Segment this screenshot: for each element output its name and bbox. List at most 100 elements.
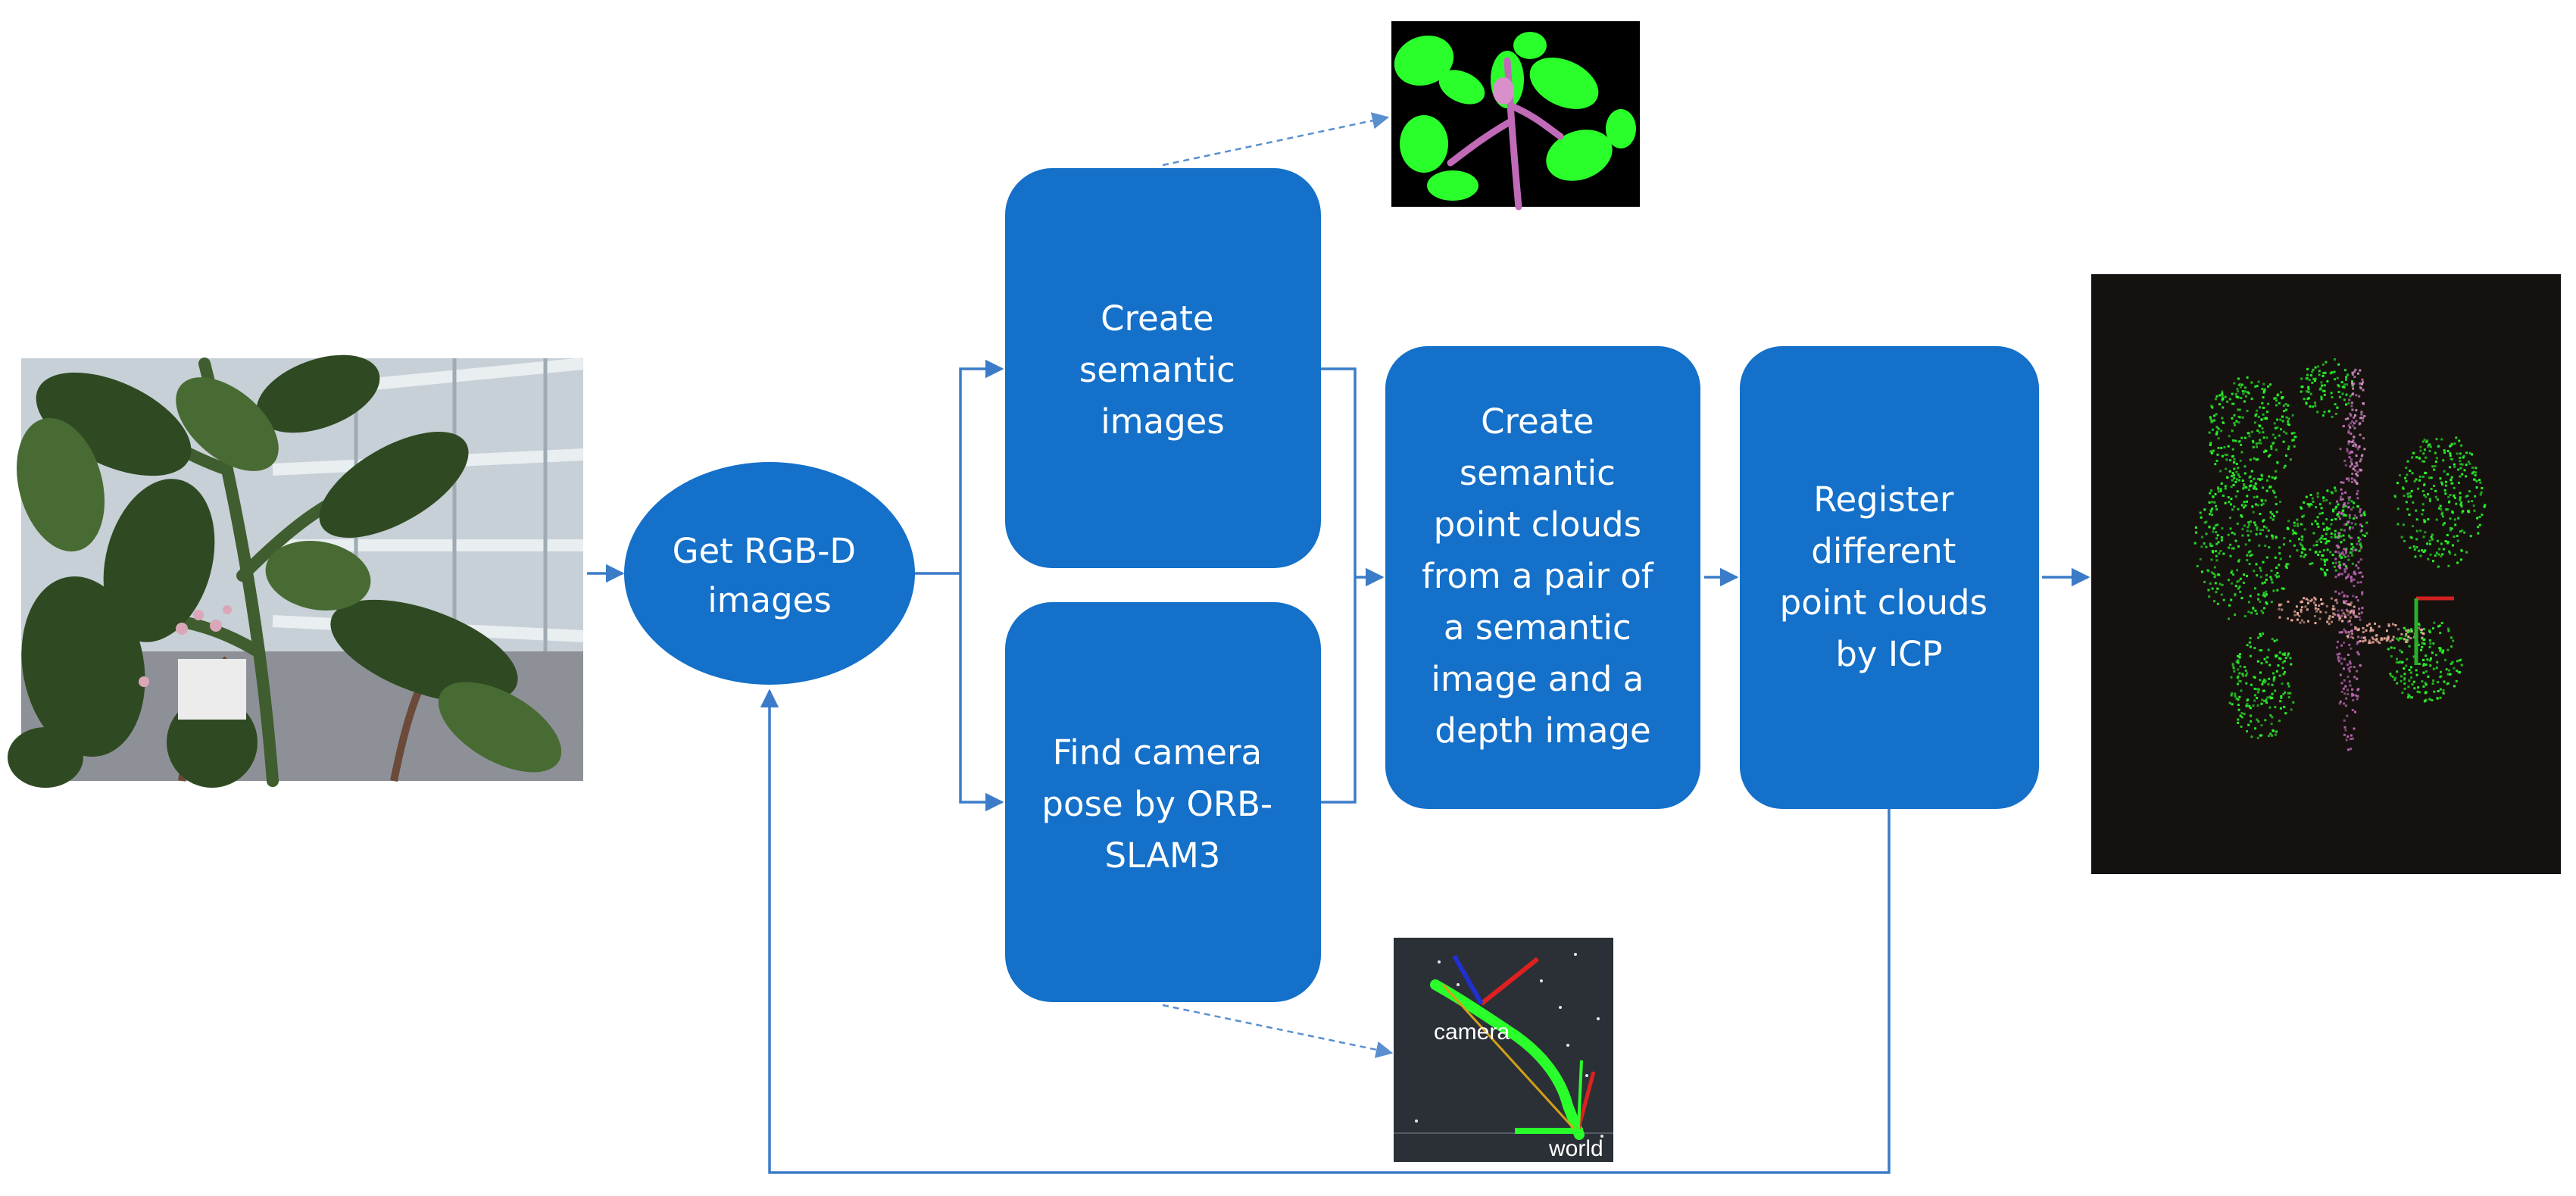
cloud-point	[2240, 514, 2243, 517]
cloud-point	[2322, 389, 2325, 392]
cloud-point	[2422, 685, 2425, 688]
cloud-point	[2330, 523, 2333, 526]
cloud-point	[2237, 659, 2240, 662]
cloud-point	[2415, 518, 2418, 521]
cloud-point	[2347, 554, 2350, 557]
cloud-point	[2213, 576, 2216, 579]
cloud-point	[2447, 564, 2450, 567]
cloud-point	[2348, 456, 2351, 459]
cloud-point	[2238, 408, 2241, 411]
cloud-point	[2457, 517, 2460, 520]
cloud-point	[2403, 673, 2406, 676]
cloud-point	[2418, 662, 2420, 665]
cloud-point	[2209, 442, 2212, 445]
cloud-point	[2300, 523, 2303, 526]
cloud-point	[2448, 466, 2451, 469]
cloud-point	[2250, 611, 2253, 614]
cloud-point	[2357, 567, 2360, 570]
cloud-point	[2249, 554, 2252, 557]
cloud-point	[2479, 493, 2482, 496]
cloud-point	[2281, 653, 2284, 656]
cloud-point	[2476, 517, 2479, 520]
cloud-point	[2440, 438, 2443, 441]
cloud-point	[2215, 508, 2218, 511]
cloud-point	[2358, 607, 2361, 610]
cloud-point	[2262, 529, 2265, 532]
cloud-point	[2323, 559, 2326, 562]
cloud-point	[2207, 570, 2210, 573]
cloud-point	[2445, 508, 2448, 511]
cloud-point	[2325, 526, 2328, 529]
cloud-point	[2221, 398, 2224, 401]
cloud-point	[2353, 426, 2356, 429]
cloud-point	[2265, 574, 2268, 576]
cloud-point	[2409, 546, 2412, 549]
cloud-point	[2284, 691, 2287, 694]
cloud-point	[2283, 466, 2286, 469]
cloud-point	[2345, 697, 2348, 700]
cloud-point	[2272, 729, 2275, 732]
cloud-point	[2239, 386, 2242, 389]
cloud-point	[2300, 544, 2303, 547]
cloud-point	[2359, 369, 2362, 372]
cloud-point	[2237, 377, 2240, 380]
cloud-point	[2346, 595, 2349, 598]
cloud-point	[2249, 645, 2252, 648]
cloud-point	[2347, 614, 2350, 617]
cloud-point	[2359, 640, 2362, 642]
cloud-point	[2254, 727, 2256, 730]
cloud-point	[2325, 532, 2328, 536]
cloud-point	[2284, 464, 2287, 467]
cloud-point	[2310, 598, 2313, 601]
cloud-point	[2314, 377, 2317, 380]
cloud-point	[2449, 517, 2452, 520]
cloud-point	[2209, 509, 2212, 512]
cloud-point	[2341, 492, 2343, 495]
cloud-point	[2380, 637, 2383, 640]
cloud-point	[2273, 397, 2276, 400]
cloud-point	[2343, 568, 2347, 571]
cloud-point	[2240, 504, 2243, 507]
cloud-point	[2194, 526, 2197, 529]
cloud-point	[2325, 518, 2328, 521]
cloud-point	[2399, 649, 2401, 652]
cloud-point	[2343, 642, 2346, 644]
cloud-point	[2260, 418, 2263, 421]
cloud-point	[2260, 504, 2263, 507]
cloud-point	[2356, 489, 2359, 492]
cloud-point	[2235, 470, 2238, 473]
cloud-point	[2394, 676, 2397, 679]
cloud-point	[2475, 486, 2478, 489]
cloud-point	[2348, 517, 2351, 520]
trajectory-camera-label: camera	[1434, 1020, 1510, 1045]
cloud-point	[2439, 696, 2442, 699]
cloud-point	[2330, 597, 2333, 600]
cloud-point	[2278, 552, 2281, 555]
cloud-point	[2214, 493, 2217, 495]
cloud-point	[2273, 676, 2276, 679]
cloud-point	[2324, 371, 2327, 374]
cloud-point	[2290, 619, 2293, 622]
cloud-point	[2357, 536, 2360, 539]
cloud-point	[2279, 501, 2282, 503]
cloud-point	[2257, 720, 2260, 723]
cloud-point	[2219, 489, 2222, 492]
cloud-point	[2200, 516, 2203, 519]
cloud-point	[2269, 714, 2272, 717]
cloud-point	[2421, 503, 2425, 506]
cloud-point	[2415, 546, 2418, 548]
cloud-point	[2266, 479, 2268, 482]
cloud-point	[2449, 529, 2452, 532]
cloud-point	[2334, 561, 2337, 564]
cloud-point	[2301, 548, 2304, 551]
cloud-point	[2426, 439, 2429, 442]
cloud-point	[2378, 642, 2381, 645]
cloud-point	[2315, 544, 2318, 546]
cloud-point	[2242, 487, 2245, 490]
cloud-point	[2418, 691, 2421, 694]
cloud-point	[2322, 538, 2325, 540]
cloud-point	[2309, 405, 2312, 408]
cloud-point	[2233, 670, 2236, 673]
cloud-point	[2347, 442, 2350, 445]
cloud-point	[2246, 391, 2249, 394]
